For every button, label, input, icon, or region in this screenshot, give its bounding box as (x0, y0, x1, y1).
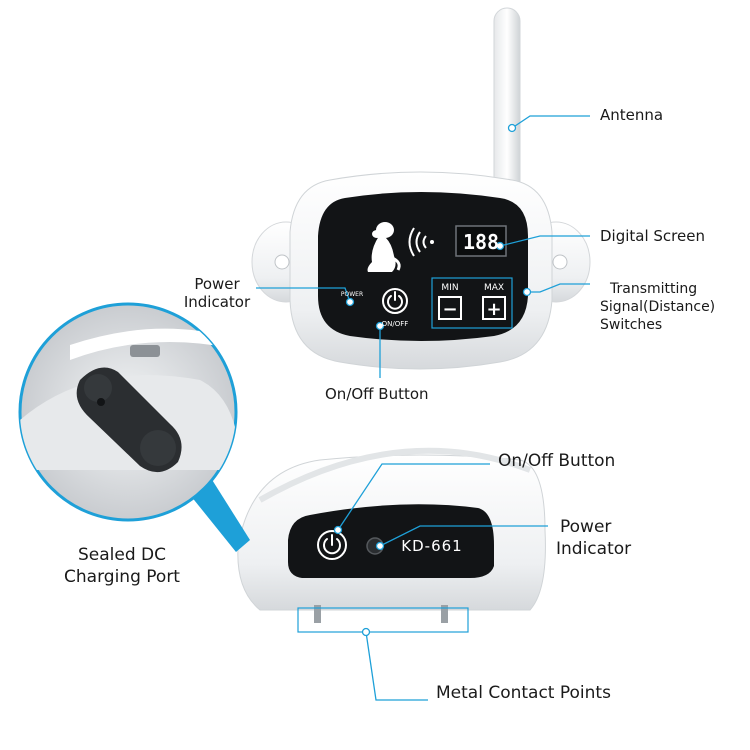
leader-power-indicator-top (256, 287, 351, 303)
mount-hole-right (552, 254, 568, 270)
label-power-indicator-bottom-line1: Power (560, 517, 612, 537)
label-sealed-port-line2: Charging Port (64, 567, 180, 587)
onoff-button-top[interactable] (382, 288, 408, 314)
signal-waves-icon (408, 227, 434, 257)
min-label: MIN (441, 283, 458, 293)
label-power-indicator-bottom-line2: Indicator (556, 539, 632, 559)
power-icon-top (387, 291, 403, 310)
contact-point-left (314, 605, 321, 623)
max-button[interactable] (482, 296, 506, 320)
leader-antenna (511, 115, 590, 129)
digital-screen (455, 225, 507, 257)
transmitter (251, 7, 591, 370)
label-transmitting: Transmitting Signal(Distance) Switches (600, 280, 715, 334)
label-antenna: Antenna (600, 106, 664, 124)
label-metal-contacts: Metal Contact Points (436, 683, 611, 703)
label-sealed-port: Sealed DC Charging Port (52, 544, 192, 588)
max-label: MAX (484, 283, 504, 293)
leader-digital-screen (499, 235, 590, 247)
label-power-indicator-top: Power Indicator (178, 275, 256, 311)
contact-point-right (441, 605, 448, 623)
onoff-button-bottom[interactable] (317, 530, 347, 560)
label-power-indicator-bottom: Power Indicator (556, 516, 631, 560)
receiver-top-curve (258, 447, 532, 503)
minus-symbol: − (442, 299, 457, 320)
collar-receiver (237, 447, 546, 633)
contact-bracket (297, 607, 469, 633)
power-icon-bottom (323, 534, 341, 555)
label-digital-screen: Digital Screen (600, 227, 705, 245)
leader-onoff-bottom (337, 463, 490, 531)
leader-metal-contacts (365, 631, 428, 701)
mount-hole-left (274, 254, 290, 270)
collar-model-label: KD-661 (401, 537, 462, 555)
onoff-label: ON/OFF (382, 320, 409, 328)
label-sealed-port-line1: Sealed DC (77, 545, 166, 565)
label-power-indicator-top-line2: Indicator (183, 293, 251, 311)
dog-icon (367, 222, 401, 272)
label-onoff-top: On/Off Button (325, 385, 429, 403)
min-button[interactable] (438, 296, 462, 320)
label-transmitting-line2: Signal(Distance) (600, 299, 716, 315)
label-power-indicator-top-line1: Power (194, 275, 240, 293)
label-transmitting-line3: Switches (600, 317, 663, 333)
plus-symbol: + (486, 299, 501, 320)
charging-port-inset (18, 302, 250, 552)
power-label: POWER (341, 291, 363, 298)
leader-lines (256, 115, 590, 701)
display-digits: 188 (463, 230, 499, 254)
distance-switch-box (431, 277, 513, 329)
label-transmitting-line1: Transmitting (610, 281, 698, 297)
leader-power-indicator-bottom (379, 525, 548, 547)
leader-transmitting (527, 283, 590, 293)
label-onoff-bottom: On/Off Button (498, 451, 616, 471)
